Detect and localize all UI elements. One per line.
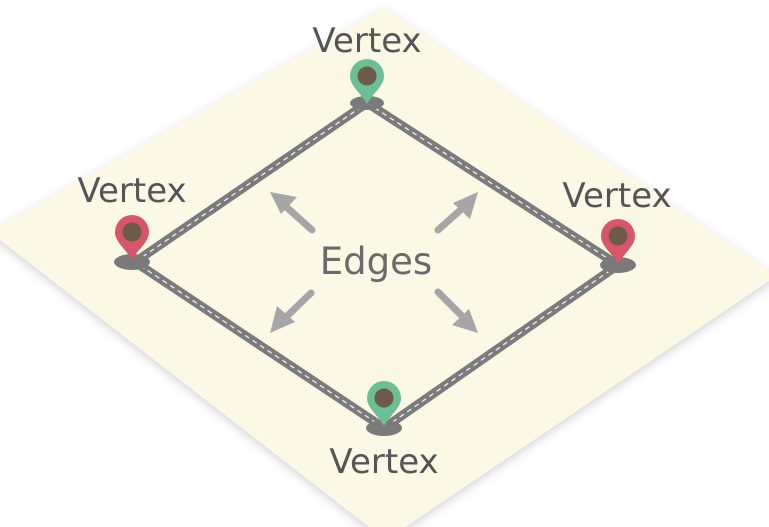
vertex-right: Vertex [562,176,672,273]
vertex-left: Vertex [77,171,187,270]
arrows-group [270,192,478,333]
ground-plane [0,8,769,527]
edge-left-top [130,98,372,267]
vertex-left-label: Vertex [77,171,186,211]
arrow-up-right-icon [434,192,478,234]
vertex-right-label: Vertex [562,176,671,216]
edge-top-right [362,98,623,270]
vertex-top: Vertex [312,21,422,110]
vertex-bottom: Vertex [329,381,439,482]
edge-right-bottom [379,260,623,433]
vertex-bottom-label: Vertex [329,442,438,482]
edges-label: Edges [320,240,432,283]
edge-bottom-left [130,257,389,433]
arrow-up-left-icon [270,192,316,234]
vertex-top-label: Vertex [312,21,421,61]
arrow-down-left-icon [270,289,315,333]
arrow-down-right-icon [434,288,478,333]
edges-group [130,98,623,433]
